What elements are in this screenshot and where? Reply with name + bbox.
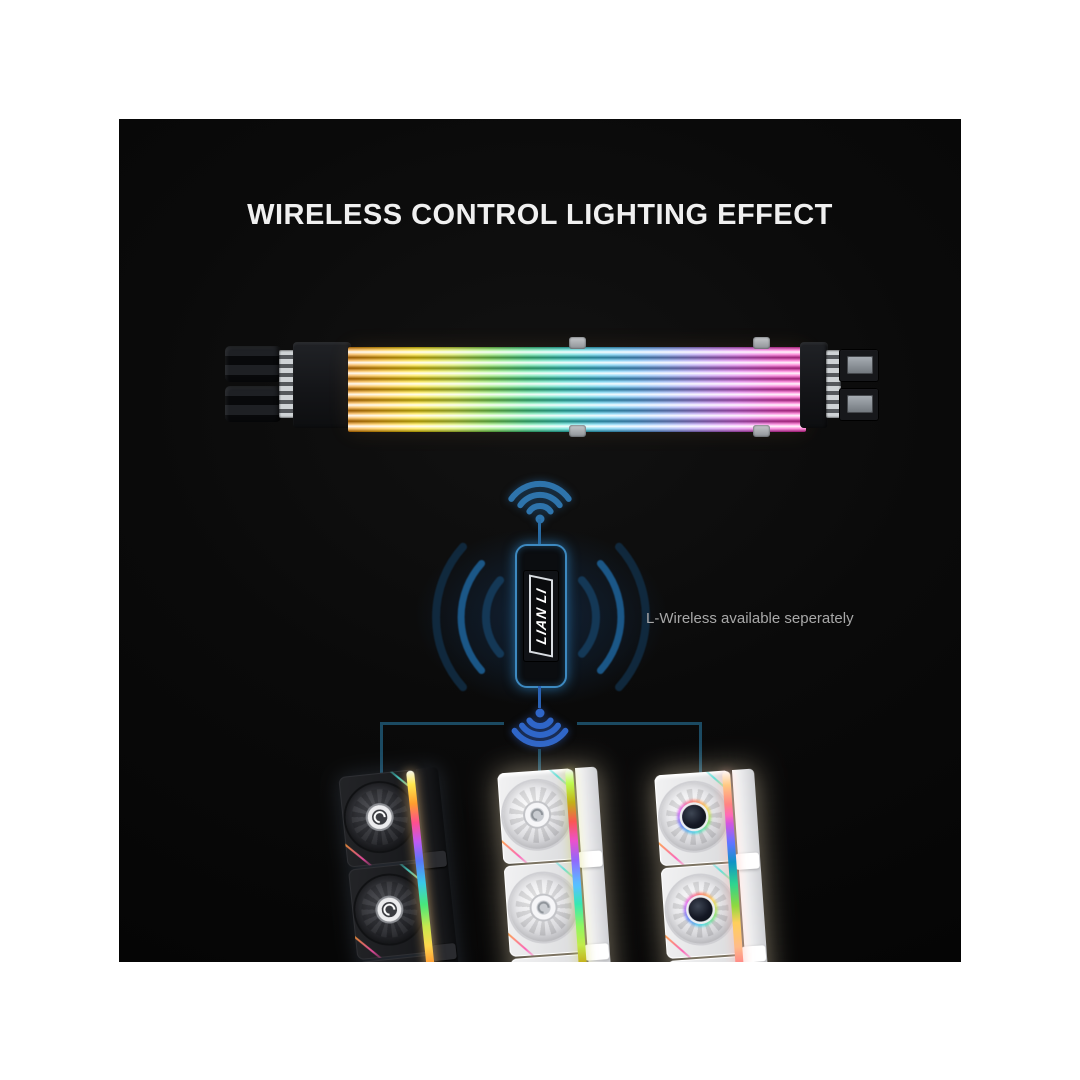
fan-joint [577, 850, 603, 869]
connector-line-drop-left [380, 722, 383, 817]
fan-stack-left [338, 766, 467, 962]
cable-connector-right [839, 349, 879, 382]
dongle-brand-label: LIAN LI [529, 574, 553, 658]
connector-face [847, 395, 873, 413]
cable-connector-left [225, 346, 281, 382]
rgb-ribbon [348, 347, 806, 432]
fan-joint [431, 942, 457, 962]
fan-joint [741, 945, 767, 962]
cable-clip [753, 337, 770, 349]
connector-line-horizontal [380, 722, 504, 725]
wireless-dongle: LIAN LI [515, 544, 567, 688]
connector-pins [279, 350, 295, 418]
cable-housing-left [293, 342, 351, 428]
connector-face [847, 356, 873, 374]
cable-housing-right [800, 342, 828, 428]
connector-line-horizontal [577, 722, 702, 725]
signal-arcs-icon [432, 542, 650, 692]
cable-clip [753, 425, 770, 437]
content-panel: WIRELESS CONTROL LIGHTING EFFECT [119, 119, 961, 962]
connector-pins [826, 350, 841, 418]
wifi-icon-flipped [511, 708, 569, 747]
cable-connector-right [839, 388, 879, 421]
rgb-cable-assembly [225, 336, 885, 440]
signal-line [538, 686, 541, 708]
page-title: WIRELESS CONTROL LIGHTING EFFECT [247, 199, 833, 231]
availability-note: L-Wireless available seperately [646, 610, 854, 627]
cable-connector-left [225, 386, 281, 422]
fan-joint [734, 852, 760, 871]
cable-clip [569, 425, 586, 437]
cable-clip [569, 337, 586, 349]
fan-stack-right [654, 768, 774, 962]
connector-line-drop-right [699, 722, 702, 817]
fan-joint [584, 943, 610, 961]
fan-stack-center [497, 766, 617, 962]
fan-joint [421, 850, 448, 869]
